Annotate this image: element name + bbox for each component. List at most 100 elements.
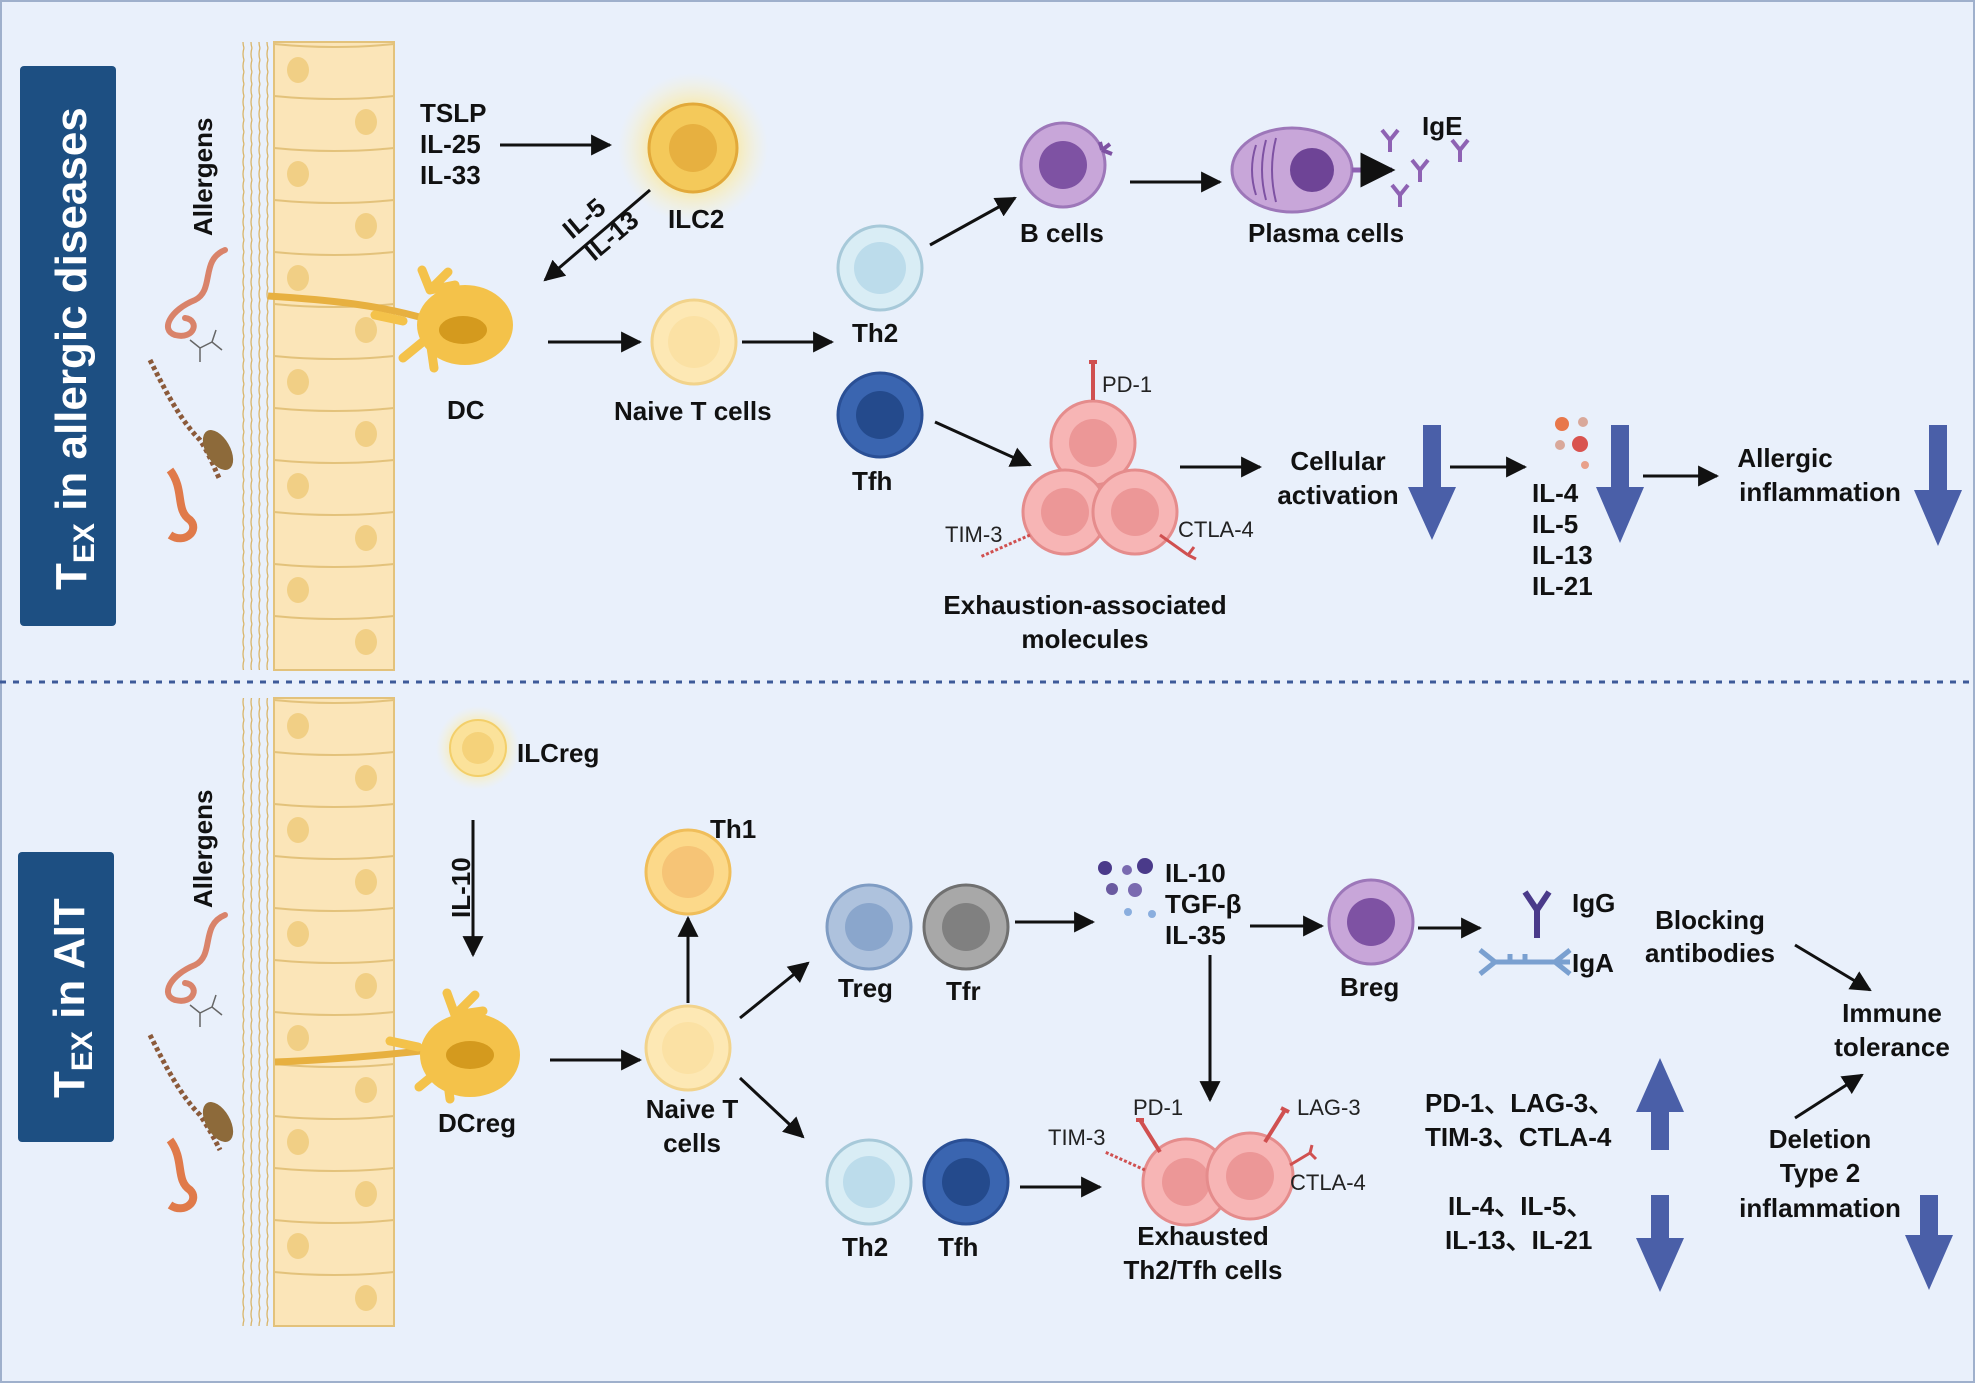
pd1-label-bottom: PD-1 [1133,1095,1183,1120]
exhausted-label-line1: Exhausted [1137,1221,1269,1251]
tgfb-label: TGF-β [1165,889,1242,919]
epithelium-top [238,41,395,671]
tfh-cell [836,371,924,459]
exhausted-cell-pair [1104,1106,1318,1227]
tfr-label: Tfr [946,976,981,1006]
dcreg-cell [274,988,520,1104]
arrow-naive-treg [739,961,810,1020]
down-arrow-cytokines-bottom [1636,1195,1684,1292]
tfh-label: Tfh [852,466,892,496]
dcreg-label: DCreg [438,1108,516,1138]
ctla4-label-bottom: CTLA-4 [1290,1170,1366,1195]
igg-label: IgG [1572,888,1615,918]
allergen-icons-top [147,247,234,543]
bcells-label: B cells [1020,218,1104,248]
plasma-label: Plasma cells [1248,218,1404,248]
th2-label-bottom: Th2 [842,1232,888,1262]
il33-label: IL-33 [420,160,481,190]
down-arrow-cytokines [1596,425,1644,543]
tim3-label-bottom: TIM-3 [1048,1125,1105,1150]
ige-antibodies [1380,128,1470,207]
cellular-label-line2: activation [1277,480,1398,510]
arrow-naive-th2 [738,1076,805,1139]
exhausted-label-line2: Th2/Tfh cells [1124,1255,1283,1285]
exhaustion-label-line1: Exhaustion-associated [943,590,1226,620]
naive-t-label: Naive T cells [614,396,772,426]
arrow-th2-bcells [929,196,1017,247]
b-cell [1019,121,1113,209]
cellular-label-line1: Cellular [1290,446,1385,476]
plasma-cell [1230,126,1396,214]
arrow-deletion-tolerance [1794,1073,1864,1120]
naive-t-label-bottom-line2: cells [663,1128,721,1158]
immune-label-line2: tolerance [1834,1032,1950,1062]
svg-text:TEX in AIT: TEX in AIT [45,898,99,1098]
tslp-label: TSLP [420,98,486,128]
il10-label: IL-10 [1165,858,1226,888]
treg-cell [825,883,913,971]
naive-t-cell [650,298,738,386]
svg-text:TEX in allergic diseases: TEX in allergic diseases [47,107,101,590]
up-markers-line1: PD-1、LAG-3、 [1425,1088,1614,1118]
tim3-label-top: TIM-3 [945,522,1002,547]
arrow-ilc2-dc [543,188,651,282]
iga-label: IgA [1572,948,1614,978]
tfh-label-bottom: Tfh [938,1232,978,1262]
iga-antibody [1478,948,1572,976]
down-cytokines-line1: IL-4、IL-5、 [1448,1191,1592,1221]
th2-label: Th2 [852,318,898,348]
allergic-label-line1: Allergic [1737,443,1832,473]
arrow-blocking-tolerance [1794,943,1872,992]
arrow-tfh-exhausted [934,420,1032,467]
dc-cell [267,265,513,373]
th1-cell [644,828,732,916]
epithelium-bottom [238,697,395,1327]
down-arrow-activation [1408,425,1456,540]
up-markers-line2: TIM-3、CTLA-4 [1425,1122,1612,1152]
blocking-label-line1: Blocking [1655,905,1765,935]
th1-label: Th1 [710,814,756,844]
breg-label: Breg [1340,972,1399,1002]
cytokine-top-il5: IL-5 [1532,509,1578,539]
th2-cell-bottom [825,1138,913,1226]
reg-cytokine-dots [1098,858,1156,918]
allergic-label-line2: inflammation [1739,477,1901,507]
alarmin-list: TSLP IL-25 IL-33 [420,98,486,190]
il10-label-bottom: IL-10 [446,857,476,918]
bottom-panel-label: TEX in AIT [18,852,114,1142]
exhaustion-label-line2: molecules [1021,624,1148,654]
allergens-label-top: Allergens [188,118,218,237]
ctla4-label-top: CTLA-4 [1178,517,1254,542]
down-cytokines-line2: IL-13、IL-21 [1445,1225,1592,1255]
deletion-label-line1: Deletion [1769,1124,1872,1154]
top-panel-label: TEX in allergic diseases [20,66,116,626]
il25-label: IL-25 [420,129,481,159]
treg-label: Treg [838,973,893,1003]
deletion-label-line2: Type 2 [1780,1158,1860,1188]
down-arrow-inflammation [1914,425,1962,546]
pd1-label-top: PD-1 [1102,372,1152,397]
cytokine-top-il4: IL-4 [1532,478,1579,508]
dc-label: DC [447,395,485,425]
exhausted-cell-cluster [979,360,1197,561]
up-arrow-markers [1636,1058,1684,1150]
breg-cell [1327,878,1415,966]
deletion-label-line3: inflammation [1739,1193,1901,1223]
ilc2-cell [618,73,768,223]
ilcreg-cell [436,706,520,790]
cytokine-top-il13: IL-13 [1532,540,1593,570]
ilcreg-label: ILCreg [517,738,599,768]
blocking-label-line2: antibodies [1645,938,1775,968]
igg-antibody [1522,890,1552,938]
ilc2-label: ILC2 [668,204,724,234]
allergen-icons-bottom [147,912,234,1213]
cytokine-dots-top [1555,417,1589,469]
immune-label-line1: Immune [1842,998,1942,1028]
tfr-cell [922,883,1010,971]
allergens-label-bottom: Allergens [188,790,218,909]
tfh-cell-bottom [922,1138,1010,1226]
th2-cell [836,224,924,312]
il35-label: IL-35 [1165,920,1226,950]
